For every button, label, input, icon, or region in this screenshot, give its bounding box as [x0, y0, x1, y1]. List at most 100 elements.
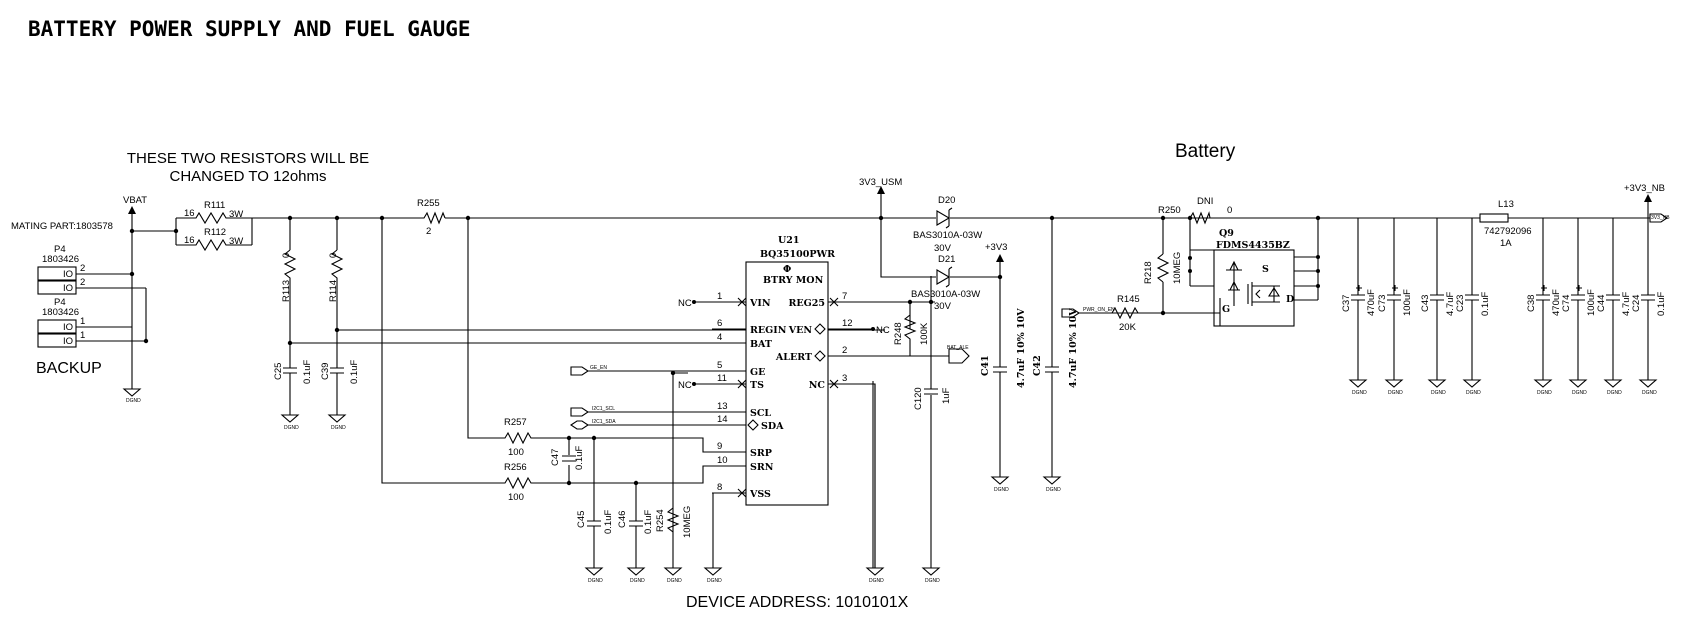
v3v3-arrow: [996, 254, 1004, 262]
r111-ref: R111: [204, 200, 225, 211]
vbat-net-label: VBAT: [123, 195, 147, 206]
r250-dni: DNI: [1197, 196, 1213, 207]
svg-text:DGND: DGND: [284, 425, 299, 431]
mating-part-note: MATING PART:1803578: [11, 221, 113, 232]
resistor-r250: R250 DNI 0: [1158, 196, 1232, 225]
r112-pin: 16: [184, 235, 195, 246]
junction-dot: [1049, 215, 1055, 221]
svg-text:PWR_ON_EN: PWR_ON_EN: [1083, 307, 1115, 313]
c120-value: 1uF: [941, 387, 952, 404]
junction-dot: [173, 228, 179, 234]
r250-value: 0: [1227, 205, 1232, 216]
svg-text:GE_EN: GE_EN: [590, 365, 607, 371]
offpage-pwr-on[interactable]: PWR_ON_EN: [1061, 307, 1115, 318]
u21-pin-number: 3: [842, 373, 847, 384]
p4-upper-io-b: IO: [63, 283, 73, 294]
junction-dot: [287, 215, 293, 221]
u21-pin-name: TS: [750, 380, 764, 391]
ground-label: DGND: [1431, 390, 1446, 396]
u21-pin-name: SCL: [750, 408, 771, 419]
offpage-output[interactable]: 3V3_NB: [1649, 213, 1670, 223]
capacitor-c47: C47 0.1uF: [550, 446, 585, 470]
ground-symbol: DGND: [280, 414, 300, 431]
nc-label-ven: NC: [876, 325, 890, 336]
resistor-change-note-line1: THESE TWO RESISTORS WILL BE: [127, 150, 369, 167]
u21-pin-number: 4: [717, 332, 722, 343]
ground-symbol: DGND: [1042, 476, 1062, 493]
p4-upper-pin-b: 2: [80, 277, 85, 288]
junction-dot: [465, 215, 471, 221]
backup-label: BACKUP: [36, 360, 102, 377]
c43-value: 4.7uF: [1445, 292, 1456, 316]
junction-dot: [379, 215, 385, 221]
ground-symbol: [1533, 379, 1553, 388]
ground-label: DGND: [1388, 390, 1403, 396]
u21-part: BQ35100PWR: [760, 249, 835, 260]
junction-dot: [287, 340, 293, 346]
diode-d20: D20 BAS3010A-03W 30V: [913, 195, 982, 254]
svg-text:DGND: DGND: [667, 578, 682, 584]
u21-pin-name: VIN: [749, 298, 771, 309]
c46-ref: C46: [617, 511, 628, 528]
d20-part: BAS3010A-03W: [913, 230, 982, 241]
r113-value: 0: [281, 253, 292, 258]
u21-pin-number: 8: [717, 482, 722, 493]
c47-value: 0.1uF: [574, 446, 585, 470]
q9-gate-pin: G: [1222, 304, 1230, 315]
alert-arrow-out[interactable]: [948, 348, 970, 364]
r256-ref: R256: [504, 462, 527, 473]
resistor-r112: R112 3W 16: [184, 227, 243, 252]
rail-drops-left: [289, 218, 885, 484]
capacitor-c39: C39 0.1uF: [320, 360, 360, 384]
c39-value: 0.1uF: [349, 360, 360, 384]
c37-ref: C37: [1341, 295, 1352, 312]
p4-lower-pin-b: 1: [80, 330, 85, 341]
ground-symbol: [1427, 379, 1447, 388]
ground-symbol: [1462, 379, 1482, 388]
u21-pin-name: VSS: [749, 489, 771, 500]
u21-pin-number: 9: [717, 441, 722, 452]
p4-upper-pin-a: 2: [80, 263, 85, 274]
u21-pin-name: VEN: [788, 325, 813, 336]
u21-left-pins: 1VIN6REGIN4BAT5GE11TS13SCL14SDA9SRP10SRN…: [712, 291, 787, 500]
c73-ref: C73: [1377, 295, 1388, 312]
r218-value: 10MEG: [1172, 252, 1183, 284]
u21-pin-number: 5: [717, 360, 722, 371]
junction-dot: [633, 480, 639, 486]
c46-value: 0.1uF: [643, 510, 654, 534]
q9-drain-pin: D: [1286, 294, 1294, 305]
p4-upper-part: 1803426: [42, 254, 79, 265]
junction-dot: [334, 215, 340, 221]
d20-ref: D20: [938, 195, 955, 206]
c47-ref: C47: [550, 449, 561, 466]
junction-dot: [143, 338, 149, 344]
u21-pin-name: SDA: [761, 421, 784, 432]
c24-value: 0.1uF: [1656, 292, 1667, 316]
r145-ref: R145: [1117, 294, 1140, 305]
d21-rating: 30V: [934, 301, 952, 312]
junction-dot: [928, 299, 934, 305]
c44-ref: C44: [1596, 295, 1607, 312]
ground-symbol: DGND: [703, 567, 723, 584]
r257-ref: R257: [504, 417, 527, 428]
svg-text:DGND: DGND: [869, 578, 884, 584]
nc-label-vin: NC: [678, 298, 692, 309]
mosfet-q9: Q9 FDMS4435BZ G S D: [1187, 215, 1321, 327]
svg-text:I2C1_SCL: I2C1_SCL: [592, 406, 615, 412]
u21-pin-number: 7: [842, 291, 847, 302]
u21-symbol: Φ: [783, 264, 791, 275]
vbat-arrow: [128, 206, 136, 214]
resistor-r256: R256 100: [500, 462, 536, 503]
c44-value: 4.7uF: [1621, 292, 1632, 316]
c45-value: 0.1uF: [603, 510, 614, 534]
c41-value: 4.7uF 10% 10V: [1016, 308, 1027, 388]
u21-pin-number: 6: [717, 318, 722, 329]
junction-dot: [566, 480, 572, 486]
